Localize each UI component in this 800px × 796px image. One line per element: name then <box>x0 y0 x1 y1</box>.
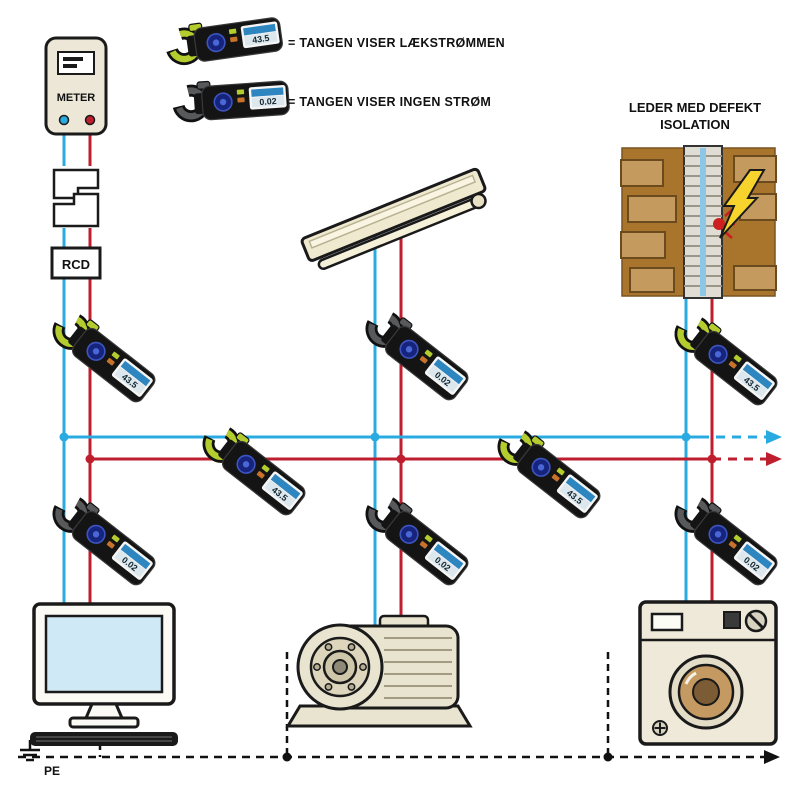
clamp-display-value: 0.02 <box>259 96 277 107</box>
clamp-button <box>728 540 737 549</box>
pe-label: PE <box>44 764 60 778</box>
computer <box>30 602 178 746</box>
clamp-fault-branch: 43.5 <box>661 304 786 417</box>
electric-motor <box>285 614 473 728</box>
meter-display <box>57 51 95 75</box>
clamp-meter-icon: 0.02 <box>52 495 156 586</box>
washer-display <box>723 611 741 629</box>
clamp-button <box>556 467 565 476</box>
clamp-meter-icon: 43.5 <box>52 312 156 403</box>
earth-symbol-icon <box>20 740 40 762</box>
blue-arrow-icon <box>766 430 782 444</box>
screw-icon <box>652 720 668 736</box>
washing-machine <box>638 600 778 746</box>
clamp-button <box>256 470 265 479</box>
clamp-meter-icon: 43.5 <box>165 17 283 66</box>
clamp-button <box>551 473 560 482</box>
meter-blue-terminal <box>58 114 70 126</box>
clamp-button <box>228 28 237 35</box>
clamp-button <box>229 36 238 43</box>
motor-fins <box>384 637 452 699</box>
meter-red-terminal <box>84 114 96 126</box>
clamp-meter-icon: 0.02 <box>365 495 469 586</box>
pe-arrow-icon <box>764 750 780 764</box>
clamp-button <box>111 351 120 360</box>
clamp-meter-icon: 43.5 <box>202 425 306 516</box>
clamp-button <box>419 355 428 364</box>
red-arrow-icon <box>766 452 782 466</box>
keyboard <box>30 732 178 746</box>
legend-label-leak-current: = TANGEN VISER LÆKSTRØMMEN <box>288 36 505 50</box>
rcd-box: RCD <box>50 246 102 280</box>
clamp-left-feed: 43.5 <box>39 301 164 414</box>
lightning-bolt-icon <box>719 169 766 239</box>
clamp-button <box>236 89 245 95</box>
clamp-button <box>237 97 245 103</box>
clamp-button <box>419 540 428 549</box>
clamp-button <box>733 534 742 543</box>
clamp-meter-icon: 0.02 <box>674 495 778 586</box>
motor-shaft <box>332 659 348 675</box>
clamp-washer-branch: 0.02 <box>661 484 786 597</box>
defect-insulation-caption: LEDER MED DEFEKT ISOLATION <box>612 100 778 134</box>
clamp-button <box>261 464 270 473</box>
lamp-end-cap <box>470 192 487 210</box>
legend-clamp-no-current: 0.02 <box>170 74 293 132</box>
legend-clamp-leak-current: 43.5 <box>162 10 288 76</box>
pe-junction-dot <box>282 752 292 762</box>
monitor-stand <box>83 702 125 720</box>
clamp-meter-icon: 43.5 <box>497 428 601 519</box>
monitor-screen <box>44 614 164 694</box>
junction-dots <box>59 432 717 464</box>
clamp-button <box>424 534 433 543</box>
clamp-horizontal-right: 43.5 <box>484 417 609 530</box>
pe-junction-dot <box>603 752 613 762</box>
electricity-meter: METER <box>44 36 108 136</box>
clamp-button <box>424 349 433 358</box>
clamp-button <box>728 360 737 369</box>
clamp-horizontal-left: 43.5 <box>189 414 314 527</box>
monitor-base <box>68 716 140 729</box>
fluorescent-lamp <box>300 167 487 270</box>
legend-label-no-current: = TANGEN VISER INGEN STRØM <box>288 95 492 109</box>
defect-insulation-illustration <box>620 145 777 299</box>
clamp-display-value: 43.5 <box>252 33 270 45</box>
rcd-label: RCD <box>62 257 90 272</box>
defect-caption-line2: ISOLATION <box>660 116 730 132</box>
clamp-button <box>106 357 115 366</box>
fuse-symbol <box>52 168 100 228</box>
clamp-button <box>106 540 115 549</box>
clamp-meter-icon: 0.02 <box>172 80 290 123</box>
clamp-button <box>733 354 742 363</box>
clamp-button <box>111 534 120 543</box>
pe-network <box>18 652 764 759</box>
fault-point <box>713 218 725 230</box>
motor-bolts <box>313 643 367 691</box>
meter-label: METER <box>57 92 96 104</box>
defect-caption-line1: LEDER MED DEFEKT <box>628 100 762 115</box>
clamp-lamp-branch: 0.02 <box>352 299 477 412</box>
detergent-drawer <box>650 612 684 632</box>
clamp-meter-icon: 43.5 <box>674 315 778 406</box>
clamp-meter-icon: 0.02 <box>365 310 469 401</box>
clamp-computer-branch: 0.02 <box>39 484 164 597</box>
clamp-motor-branch: 0.02 <box>352 484 477 597</box>
